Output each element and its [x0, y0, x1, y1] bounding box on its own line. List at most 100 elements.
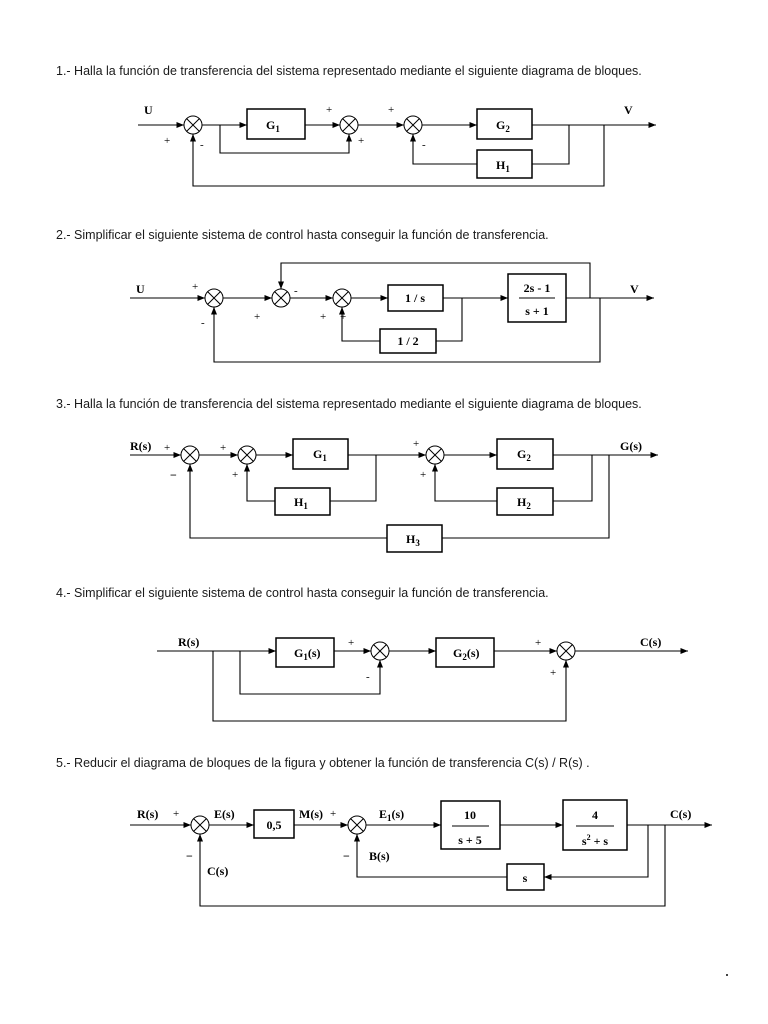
summing-junction-1: [183, 115, 203, 135]
sign: +: [232, 469, 238, 481]
sign: +: [254, 311, 260, 323]
svg-text:G1: G1: [266, 118, 280, 134]
summing-junction-3: [332, 288, 352, 308]
sign: +: [535, 637, 541, 649]
block-sub: 1: [303, 652, 308, 662]
block-h2: H2: [496, 487, 554, 516]
sign: +: [413, 438, 419, 450]
block-label: H: [294, 495, 304, 509]
sign: +: [330, 808, 336, 820]
sign: +: [173, 808, 179, 820]
signal-m: M(s): [299, 807, 323, 821]
summing-junction-1: [370, 641, 390, 661]
block-numerator: 10: [464, 808, 476, 822]
svg-text:G2: G2: [517, 447, 531, 463]
svg-text:G1(s): G1(s): [294, 646, 321, 662]
block-sub: 1: [322, 453, 327, 463]
problem-4-title: 4.- Simplificar el siguiente sistema de …: [56, 586, 549, 600]
input-label: U: [144, 103, 153, 117]
block-sub: 2: [462, 652, 467, 662]
svg-text:G2(s): G2(s): [453, 646, 480, 662]
block-label: 0,5: [267, 818, 282, 832]
block-sub: 1: [275, 124, 280, 134]
output-label: C(s): [670, 807, 691, 821]
sign: +: [358, 135, 364, 147]
signal-c-feedback: C(s): [207, 864, 228, 878]
problem-4-diagram: R(s) C(s) G1(s) + - G2(s) + +: [157, 635, 688, 722]
block-g2: G2: [476, 108, 533, 140]
block-denominator: s2 + s: [582, 833, 609, 848]
block-label: G: [294, 646, 303, 660]
output-label: C(s): [640, 635, 661, 649]
block-label: G: [313, 447, 322, 461]
block-label: H: [517, 495, 527, 509]
input-label: R(s): [137, 807, 158, 821]
summing-junction-2: [556, 641, 576, 661]
block-feedback-s: s: [506, 863, 545, 891]
block-h3: H3: [386, 524, 443, 553]
summing-junction-3: [425, 445, 445, 465]
block-gain: 0,5: [253, 809, 295, 839]
block-g1: G1: [292, 438, 349, 470]
block-denominator: s + 1: [525, 304, 549, 318]
input-label: R(s): [178, 635, 199, 649]
sign: −: [343, 849, 350, 863]
sign: +: [550, 667, 556, 679]
svg-text:H3: H3: [406, 532, 420, 548]
input-label: R(s): [130, 439, 151, 453]
block-sub: 1: [303, 501, 308, 511]
sign: -: [422, 139, 426, 151]
block-integrator: 1 / s: [387, 284, 444, 312]
block-first-order: 10 s + 5: [440, 800, 501, 850]
summing-junction-2: [347, 815, 367, 835]
sign: +: [164, 442, 170, 454]
summing-junction-2: [271, 288, 291, 308]
block-sub: 2: [526, 501, 531, 511]
block-numerator: 2s - 1: [524, 281, 551, 295]
block-label: H: [496, 158, 506, 172]
sign: −: [170, 468, 177, 482]
sign: +: [220, 442, 226, 454]
block-sub: 1: [505, 164, 510, 174]
block-half: 1 / 2: [379, 328, 437, 354]
signal-b: B(s): [369, 849, 390, 863]
block-label: 1 / 2: [397, 334, 418, 348]
block-plant: 4 s2 + s: [562, 799, 628, 851]
block-sub: 3: [415, 538, 420, 548]
block-sub: 2: [505, 124, 510, 134]
sign: +: [326, 104, 332, 116]
output-label: V: [630, 282, 639, 296]
svg-text:H1: H1: [496, 158, 510, 174]
output-label: V: [624, 103, 633, 117]
svg-text:G2: G2: [496, 118, 510, 134]
sign: +: [164, 135, 170, 147]
block-label: G: [266, 118, 275, 132]
block-sub: 2: [526, 453, 531, 463]
problem-3-title: 3.- Halla la función de transferencia de…: [56, 397, 642, 411]
signal-e: E(s): [214, 807, 235, 821]
sign: -: [200, 139, 204, 151]
sign: +: [388, 104, 394, 116]
block-denominator: s + 5: [458, 833, 482, 847]
block-lead-lag: 2s - 1 s + 1: [507, 273, 567, 323]
block-arg: (s): [308, 646, 321, 660]
input-label: U: [136, 282, 145, 296]
sign: +: [420, 469, 426, 481]
sign: +: [340, 311, 346, 323]
summing-junction-1: [180, 445, 200, 465]
block-h1: H1: [476, 149, 533, 179]
block-label: 1 / s: [405, 291, 425, 305]
sign: +: [348, 637, 354, 649]
svg-text:G1: G1: [313, 447, 327, 463]
block-label: G: [517, 447, 526, 461]
block-label: G: [453, 646, 462, 660]
block-h1: H1: [274, 487, 331, 516]
svg-text:H1: H1: [294, 495, 308, 511]
problem-1-diagram: U V + - G1 + + + - G2: [138, 103, 656, 187]
output-label: G(s): [620, 439, 642, 453]
block-arg: (s): [467, 646, 480, 660]
problem-2-diagram: U V + - + - + + 1 / s 1 / 2: [130, 262, 654, 363]
summing-junction-2: [339, 115, 359, 135]
problem-3-diagram: R(s) G(s) + − + + G1 H1 +: [130, 438, 658, 553]
